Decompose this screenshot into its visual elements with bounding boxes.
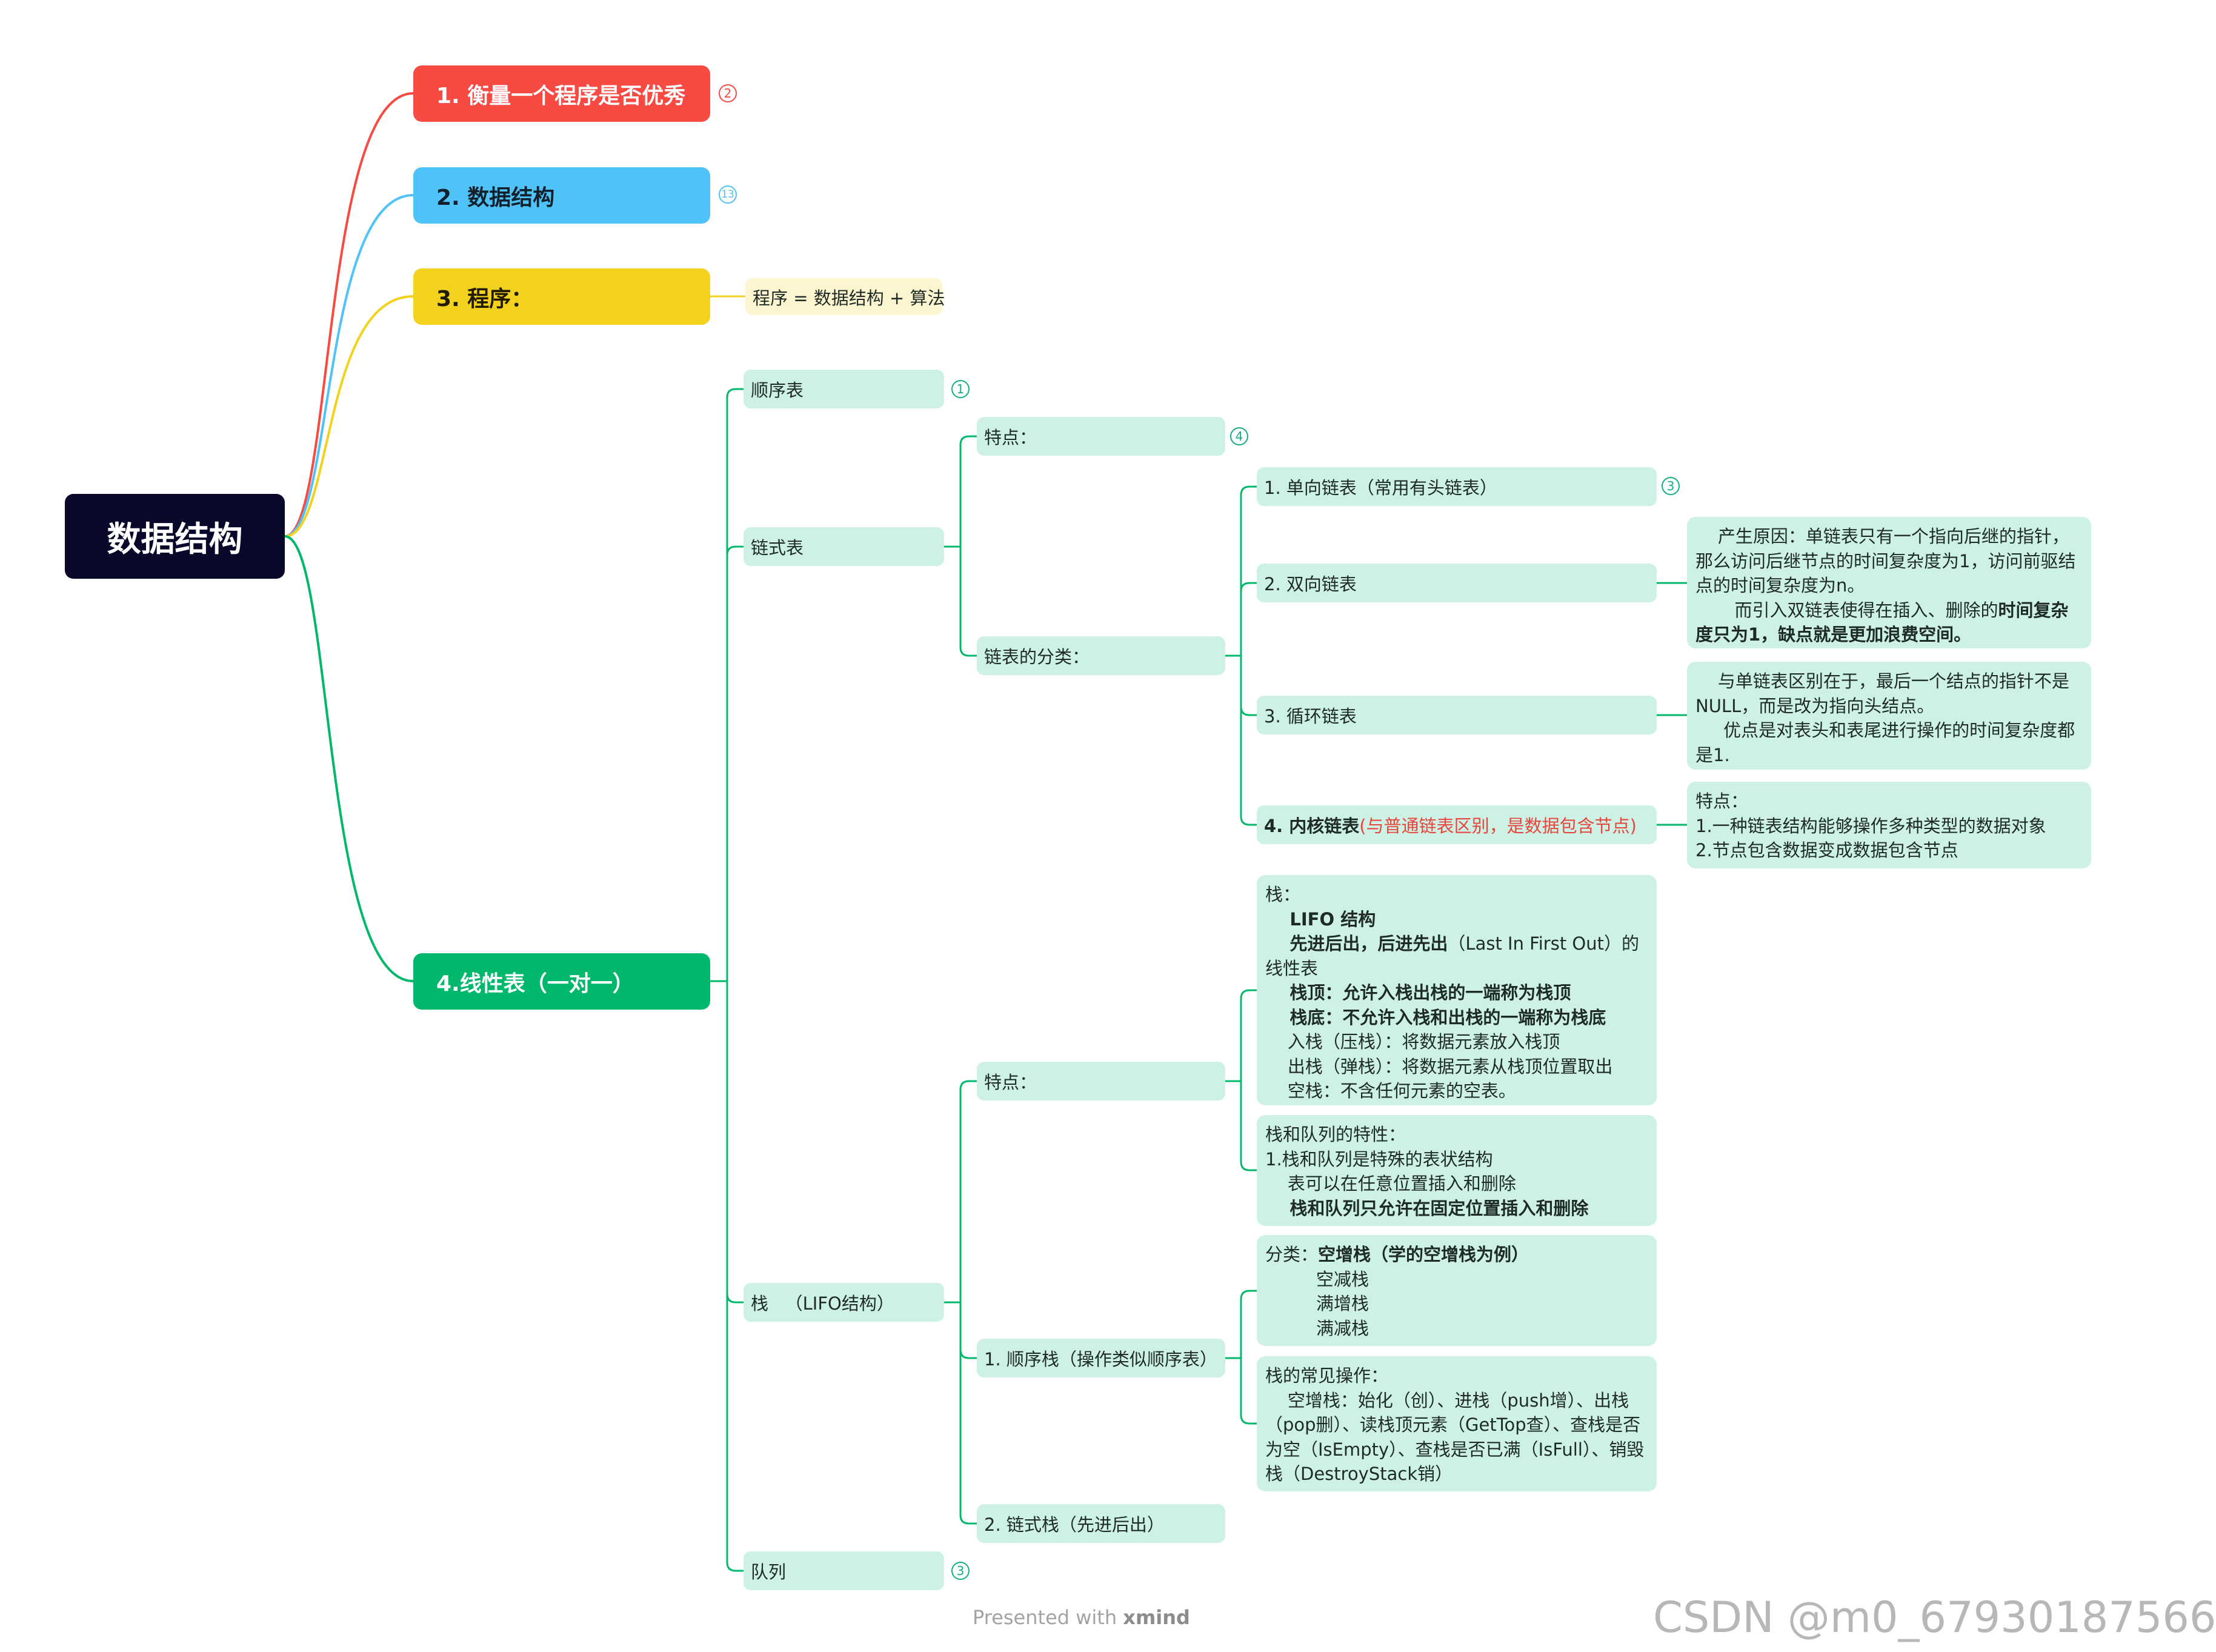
connector-branch-1 <box>284 92 414 538</box>
sequential-stack-node[interactable]: 1. 顺序栈（操作类似顺序表） <box>977 1339 1225 1377</box>
connector-classification-1 <box>1240 582 1258 657</box>
connector-linear-1 <box>726 545 745 982</box>
connector-stack-2 <box>959 1301 978 1525</box>
double-linked-list-node[interactable]: 2. 双向链表 <box>1257 564 1657 602</box>
stack-node[interactable]: 栈 （LIFO结构） <box>744 1283 944 1322</box>
mind-map-canvas: 数据结构 1. 衡量一个程序是否优秀 2 2. 数据结构 13 3. 程序： 程… <box>65 65 2216 1642</box>
connector-lines <box>284 92 1688 1572</box>
connector-linear-2 <box>726 980 745 1304</box>
linked-stack-node[interactable]: 2. 链式栈（先进后出） <box>977 1504 1225 1543</box>
branch-linear-list[interactable]: 4.线性表（一对一） <box>413 953 710 1010</box>
connector-seq-stack-0 <box>1240 1290 1258 1359</box>
connector-classification-0 <box>1240 485 1258 657</box>
collapsed-count-badge[interactable]: 1 <box>951 380 970 398</box>
kernel-linked-list-note: 特点： 1.一种链表结构能够操作多种类型的数据对象 2.节点包含数据变成数据包含… <box>1687 782 2091 868</box>
linked-features-node[interactable]: 特点： <box>977 417 1225 456</box>
connector-linear-0 <box>726 388 745 982</box>
kernel-linked-list-node[interactable]: 4. 内核链表(与普通链表区别，是数据包含节点) <box>1257 805 1657 844</box>
collapsed-count-badge[interactable]: 4 <box>1230 427 1248 445</box>
connector-classification-2 <box>1240 654 1258 716</box>
connector-stack-features-0 <box>1240 989 1258 1082</box>
csdn-watermark: CSDN @m0_67930187566 <box>1653 1593 2216 1642</box>
branch-label: 1. 衡量一个程序是否优秀 <box>436 83 686 108</box>
collapsed-count-badge[interactable]: 3 <box>1662 477 1680 495</box>
root-label: 数据结构 <box>107 519 243 559</box>
connector-linked-1 <box>959 545 978 657</box>
collapsed-count-badge[interactable]: 3 <box>951 1562 970 1580</box>
circular-linked-list-node[interactable]: 3. 循环链表 <box>1257 696 1657 734</box>
collapsed-count-badge[interactable]: 13 <box>719 185 737 204</box>
connector-branch-4 <box>284 535 414 982</box>
stack-features-node[interactable]: 特点： <box>977 1062 1225 1101</box>
double-linked-list-note: 产生原因：单链表只有一个指向后继的指针，那么访问后继节点的时间复杂度为1，访问前… <box>1687 517 2091 648</box>
connector-stack-features-1 <box>1240 1080 1258 1171</box>
connector-stack-0 <box>959 1080 978 1304</box>
branch-data-structure[interactable]: 2. 数据结构 <box>413 167 710 224</box>
sequential-list-node[interactable]: 顺序表 <box>744 370 944 408</box>
connector-seq-stack-1 <box>1240 1357 1258 1425</box>
connector-branch-3 <box>284 295 414 538</box>
connector-linked-0 <box>959 435 978 548</box>
presented-with-footer: Presented with xmind <box>973 1606 1190 1629</box>
connector-classification-3 <box>1240 654 1258 826</box>
branch-label: 3. 程序： <box>436 286 533 311</box>
program-formula-note[interactable]: 程序 = 数据结构 + 算法 <box>745 278 945 315</box>
stack-queue-traits-note: 栈和队列的特性： 1.栈和队列是特殊的表状结构 表可以在任意位置插入和删除 栈和… <box>1257 1115 1657 1226</box>
branch-label: 2. 数据结构 <box>436 185 555 210</box>
single-linked-list-node[interactable]: 1. 单向链表（常用有头链表） <box>1257 467 1657 506</box>
stack-types-note: 分类：空增栈（学的空增栈为例） 空减栈 满增栈 满减栈 <box>1257 1235 1657 1346</box>
connector-linear-3 <box>726 980 745 1572</box>
connector-stack-1 <box>959 1301 978 1359</box>
branch-measure-program[interactable]: 1. 衡量一个程序是否优秀 <box>413 65 710 122</box>
collapsed-count-badge[interactable]: 2 <box>719 84 737 102</box>
queue-node[interactable]: 队列 <box>744 1551 944 1590</box>
stack-operations-note: 栈的常见操作： 空增栈：始化（创）、进栈（push增）、出栈（pop删）、读栈顶… <box>1257 1356 1657 1491</box>
stack-definition-note: 栈： LIFO 结构 先进后出，后进先出（Last In First Out）的… <box>1257 875 1657 1105</box>
branch-label: 4.线性表（一对一） <box>436 971 634 996</box>
circular-linked-list-note: 与单链表区别在于，最后一个结点的指针不是NULL，而是改为指向头结点。 优点是对… <box>1687 662 2091 770</box>
connector-branch-2 <box>284 194 414 538</box>
linked-list-node[interactable]: 链式表 <box>744 527 944 566</box>
branch-program[interactable]: 3. 程序： <box>413 268 710 325</box>
linked-classification-node[interactable]: 链表的分类： <box>977 636 1225 675</box>
root-node[interactable]: 数据结构 <box>65 494 285 579</box>
